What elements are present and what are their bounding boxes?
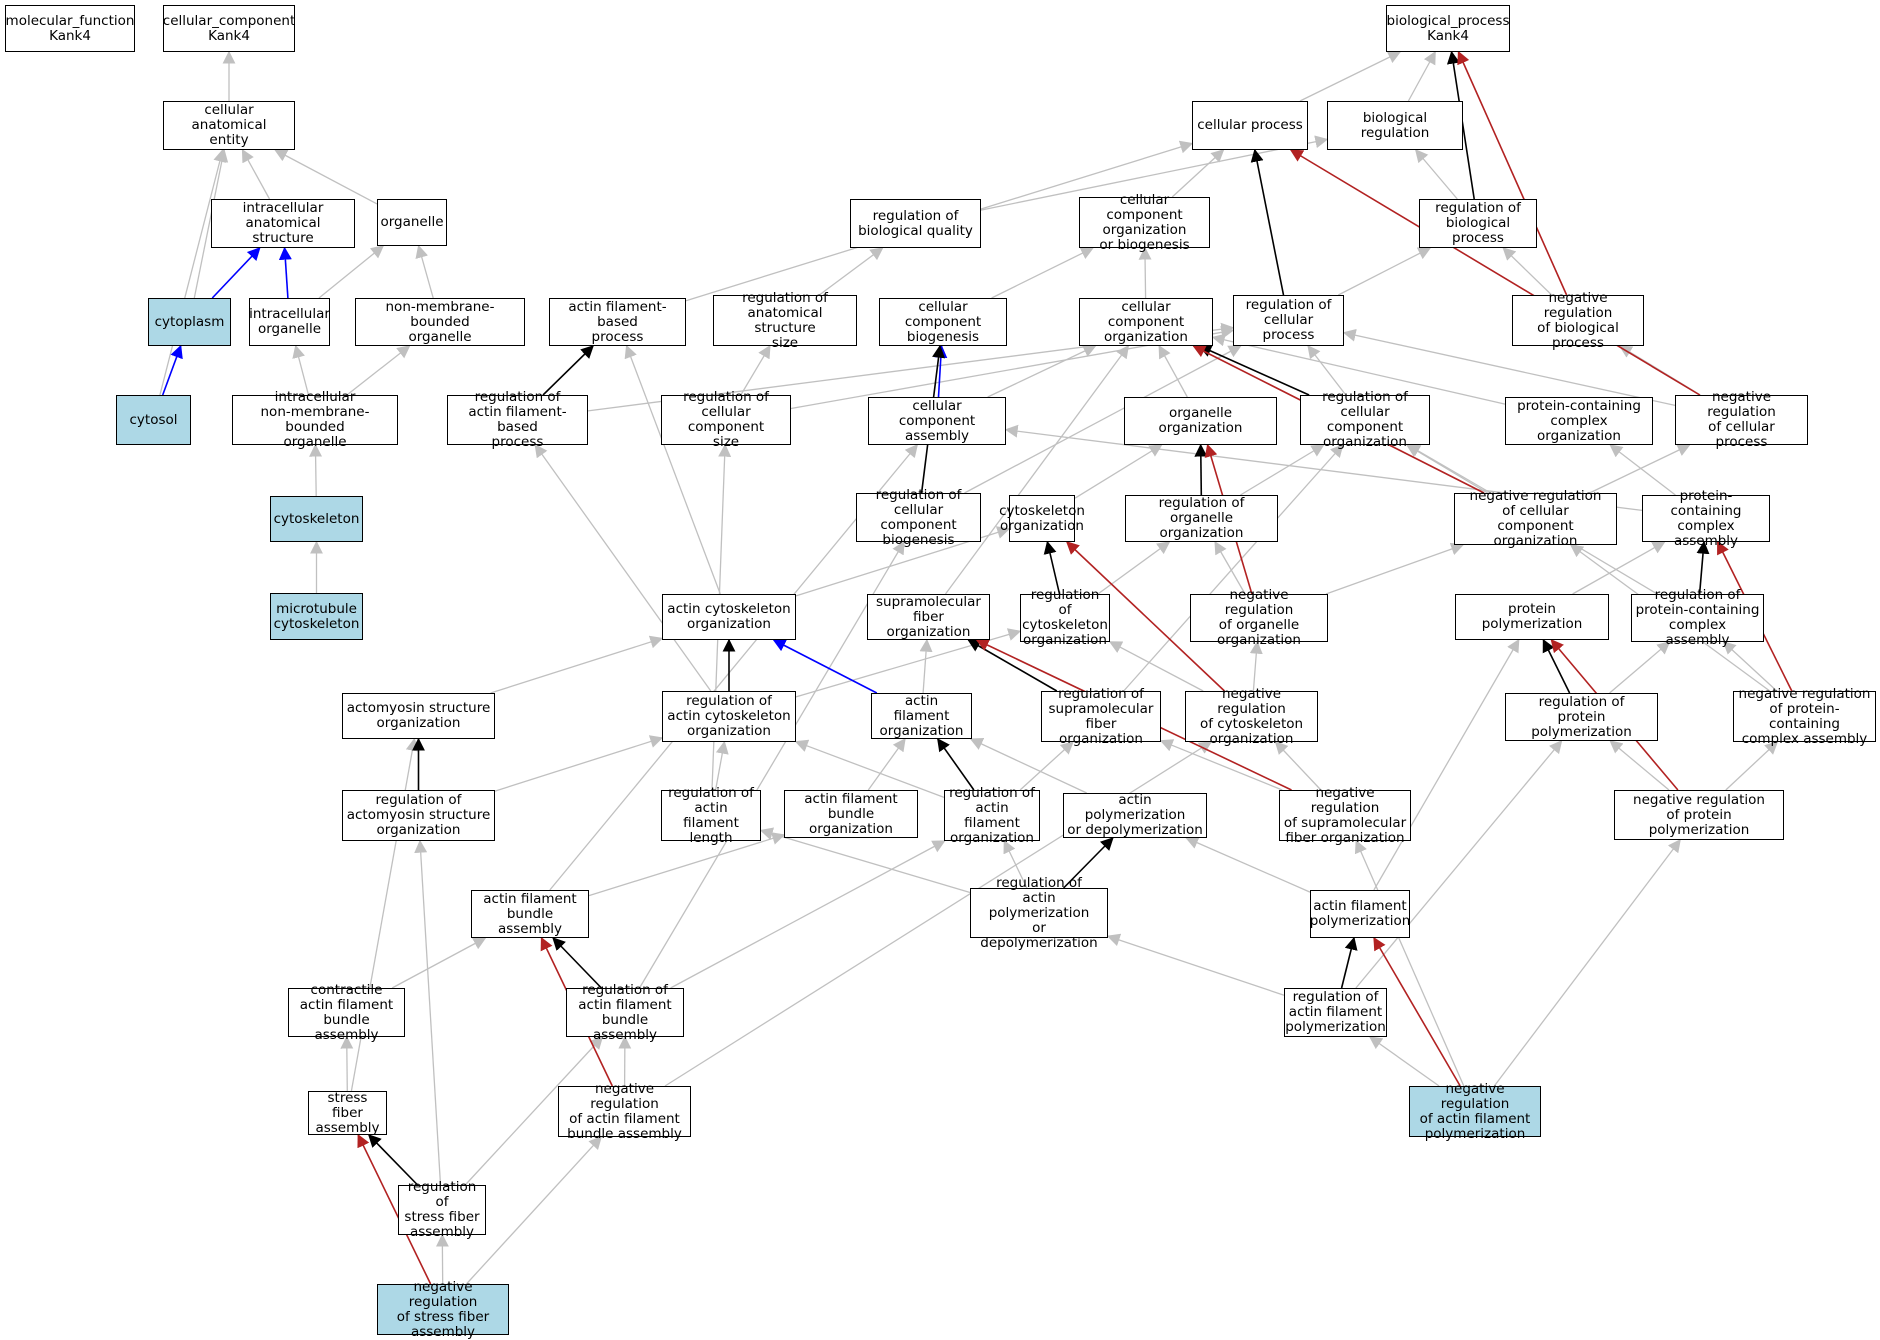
go-term-node-rbp[interactable]: regulation of biological process (1419, 199, 1537, 248)
go-term-node-nrsfo[interactable]: negative regulation of supramolecular fi… (1279, 790, 1411, 841)
go-term-node-aso[interactable]: actomyosin structure organization (342, 693, 495, 739)
go-term-node-mtc[interactable]: microtubule cytoskeleton (270, 593, 363, 640)
go-term-node-afbp[interactable]: actin filament-based process (549, 298, 686, 346)
go-term-node-cafba[interactable]: contractile actin filament bundle assemb… (288, 988, 405, 1037)
go-term-node-apd[interactable]: actin polymerization or depolymerization (1063, 793, 1207, 838)
go-term-node-nrpcca[interactable]: negative regulation of protein-containin… (1733, 691, 1876, 742)
go-term-node-nrcp[interactable]: negative regulation of cellular process (1675, 395, 1808, 445)
go-term-node-cytosol[interactable]: cytosol (116, 395, 191, 445)
go-term-node-raco[interactable]: regulation of actin cytoskeleton organiz… (662, 691, 796, 742)
go-term-node-rafba[interactable]: regulation of actin filament bundle asse… (566, 988, 684, 1037)
go-term-node-rcp[interactable]: regulation of cellular process (1233, 295, 1344, 346)
go-term-node-ias[interactable]: intracellular anatomical structure (211, 199, 355, 248)
go-term-node-nrafba[interactable]: negative regulation of actin filament bu… (558, 1086, 691, 1137)
go-term-node-pcca[interactable]: protein-containing complex assembly (1642, 495, 1770, 542)
go-term-node-cyto[interactable]: cytoplasm (148, 298, 231, 346)
go-term-node-cae[interactable]: cellular anatomical entity (163, 101, 295, 150)
go-term-node-rco[interactable]: regulation of cytoskeleton organization (1020, 594, 1110, 642)
go-term-node-afo[interactable]: actin filament organization (871, 693, 972, 739)
go-term-node-nrcco[interactable]: negative regulation of cellular componen… (1454, 493, 1617, 545)
go-term-node-afp[interactable]: actin filament polymerization (1310, 890, 1410, 938)
go-term-node-cca[interactable]: cellular component assembly (868, 397, 1006, 445)
go-term-node-bp[interactable]: biological_process Kank4 (1386, 5, 1510, 52)
go-term-node-nroo[interactable]: negative regulation of organelle organiz… (1190, 594, 1328, 642)
go-term-node-br[interactable]: biological regulation (1327, 101, 1463, 150)
go-term-node-afbo[interactable]: actin filament bundle organization (784, 790, 918, 838)
go-term-node-io[interactable]: intracellular organelle (249, 298, 330, 346)
go-term-node-rsfo[interactable]: regulation of supramolecular fiber organ… (1041, 691, 1161, 742)
go-term-node-rpp[interactable]: regulation of protein polymerization (1505, 693, 1658, 741)
go-term-node-nrafp[interactable]: negative regulation of actin filament po… (1409, 1086, 1541, 1137)
go-term-node-rccs[interactable]: regulation of cellular component size (661, 395, 791, 445)
go-term-node-rafbp[interactable]: regulation of actin filament-based proce… (447, 395, 588, 445)
go-term-node-afba[interactable]: actin filament bundle assembly (471, 890, 589, 938)
go-term-node-rass[interactable]: regulation of anatomical structure size (713, 295, 857, 346)
go-term-node-nrpp[interactable]: negative regulation of protein polymeriz… (1614, 790, 1784, 840)
go-term-node-pp[interactable]: protein polymerization (1455, 594, 1609, 640)
go-term-node-rafp[interactable]: regulation of actin filament polymerizat… (1284, 988, 1387, 1037)
go-term-node-oo[interactable]: organelle organization (1124, 397, 1277, 445)
go-term-node-pcco[interactable]: protein-containing complex organization (1505, 397, 1653, 445)
go-term-node-rapd[interactable]: regulation of actin polymerization or de… (970, 888, 1108, 938)
go-term-node-nrbp[interactable]: negative regulation of biological proces… (1512, 295, 1644, 346)
go-term-node-rccb[interactable]: regulation of cellular component biogene… (856, 493, 981, 542)
go-term-node-rafl[interactable]: regulation of actin filament length (661, 790, 761, 841)
go-term-node-org[interactable]: organelle (377, 199, 447, 246)
go-term-node-nrco[interactable]: negative regulation of cytoskeleton orga… (1185, 691, 1318, 742)
go-term-node-rbq[interactable]: regulation of biological quality (850, 199, 981, 248)
go-term-node-mf[interactable]: molecular_function Kank4 (5, 5, 135, 52)
go-term-node-sfo[interactable]: supramolecular fiber organization (867, 594, 990, 640)
go-term-node-roo[interactable]: regulation of organelle organization (1125, 495, 1278, 542)
go-term-node-cc[interactable]: cellular_component Kank4 (163, 5, 295, 52)
go-term-node-cytosk[interactable]: cytoskeleton (270, 496, 363, 542)
go-term-node-rcco[interactable]: regulation of cellular component organiz… (1300, 395, 1430, 445)
go-term-node-cytoo[interactable]: cytoskeleton organization (1009, 495, 1075, 542)
go-term-node-inmbo[interactable]: intracellular non-membrane-bounded organ… (232, 395, 398, 445)
go-term-node-nmbo[interactable]: non-membrane-bounded organelle (355, 298, 525, 346)
go-term-node-raso[interactable]: regulation of actomyosin structure organ… (342, 790, 495, 841)
go-term-node-ccob[interactable]: cellular component organization or bioge… (1079, 197, 1210, 248)
go-term-node-rsfa[interactable]: regulation of stress fiber assembly (398, 1185, 486, 1235)
go-term-node-cp[interactable]: cellular process (1192, 101, 1308, 150)
go-term-node-ccb[interactable]: cellular component biogenesis (879, 298, 1007, 346)
go-term-node-sfa[interactable]: stress fiber assembly (308, 1091, 387, 1135)
go-term-node-rpcca[interactable]: regulation of protein-containing complex… (1631, 594, 1764, 642)
go-term-node-rafo[interactable]: regulation of actin filament organizatio… (944, 790, 1040, 841)
go-term-node-aco[interactable]: actin cytoskeleton organization (662, 594, 796, 640)
go-term-node-cco[interactable]: cellular component organization (1079, 298, 1213, 346)
go-term-node-nrsfa[interactable]: negative regulation of stress fiber asse… (377, 1284, 509, 1335)
